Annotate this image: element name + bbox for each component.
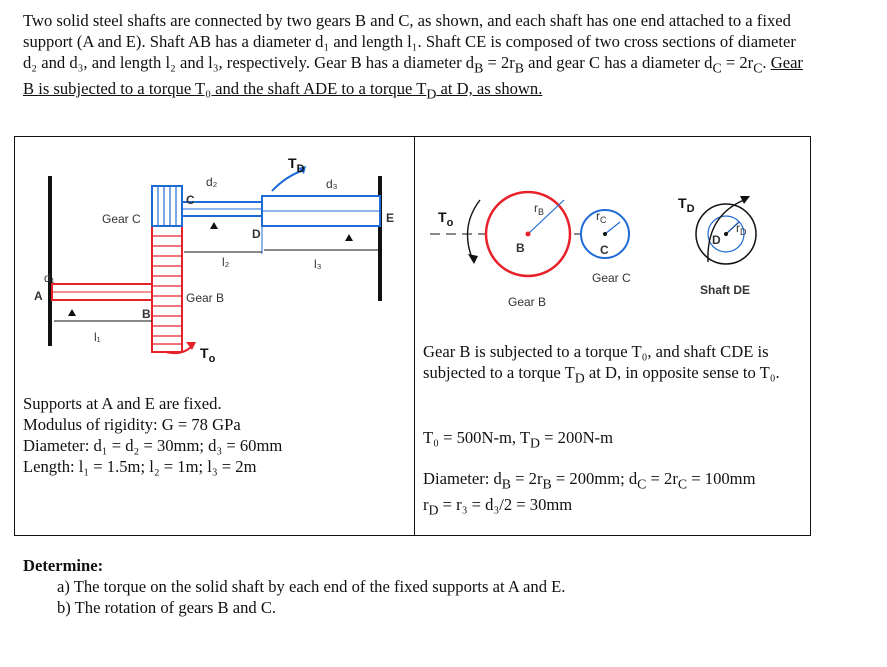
svg-text:D: D [712,233,721,247]
svg-text:Gear B: Gear B [508,295,546,309]
svg-text:l₃: l₃ [314,257,322,271]
loading-description: Gear B is subjected to a torque T₀, and … [423,342,780,386]
determine-heading: Determine: [23,556,104,575]
svg-text:l₂: l₂ [222,255,230,269]
svg-text:d₃: d₃ [326,177,338,191]
svg-text:To: To [438,209,454,229]
svg-text:Gear B: Gear B [186,291,224,305]
problem-statement: Two solid steel shafts are connected by … [23,11,803,102]
svg-text:rC: rC [596,209,607,225]
svg-text:Gear C: Gear C [102,212,141,226]
svg-text:d₁: d₁ [44,271,55,285]
svg-text:D: D [252,227,261,241]
question-a: a) The torque on the solid shaft by each… [57,577,566,596]
underlined-statement: Gear B is subjected to a torque T₀ and t… [23,53,803,102]
svg-text:A: A [34,289,43,303]
svg-text:C: C [600,243,609,257]
svg-text:rB: rB [534,201,544,217]
figure-frame [14,136,811,536]
question-b: b) The rotation of gears B and C. [57,598,277,617]
svg-text:E: E [386,211,394,225]
figure-divider [414,136,415,536]
load-values: T₀ = 500N-m, TD = 200N-m [423,428,613,451]
svg-text:Shaft DE: Shaft DE [700,283,750,297]
svg-text:Gear C: Gear C [592,271,631,285]
svg-text:rD: rD [736,221,747,237]
gear-diameters: Diameter: dB = 2rB = 200mm; dC = 2rC = 1… [423,469,756,518]
svg-text:B: B [142,307,151,321]
svg-text:TD: TD [678,195,695,215]
gear-b-shape [151,225,183,353]
svg-text:d₂: d₂ [206,175,218,189]
svg-text:To: To [200,345,216,365]
shaft-gear-diagram: Gear C Gear B A B C D E d₁ d₂ d₃ l₁ l₂ l… [34,155,394,365]
svg-text:B: B [516,241,525,255]
svg-text:TD: TD [288,155,305,175]
gear-cross-section-diagram: To rB rC B C Gear C Gear B TD rD D Shaft… [430,190,757,309]
svg-text:l₁: l₁ [94,330,101,344]
gear-c-shape [151,185,183,227]
given-data: Supports at A and E are fixed. Modulus o… [23,394,283,476]
questions: Determine: a) The torque on the solid sh… [23,555,565,618]
svg-text:C: C [186,193,195,207]
